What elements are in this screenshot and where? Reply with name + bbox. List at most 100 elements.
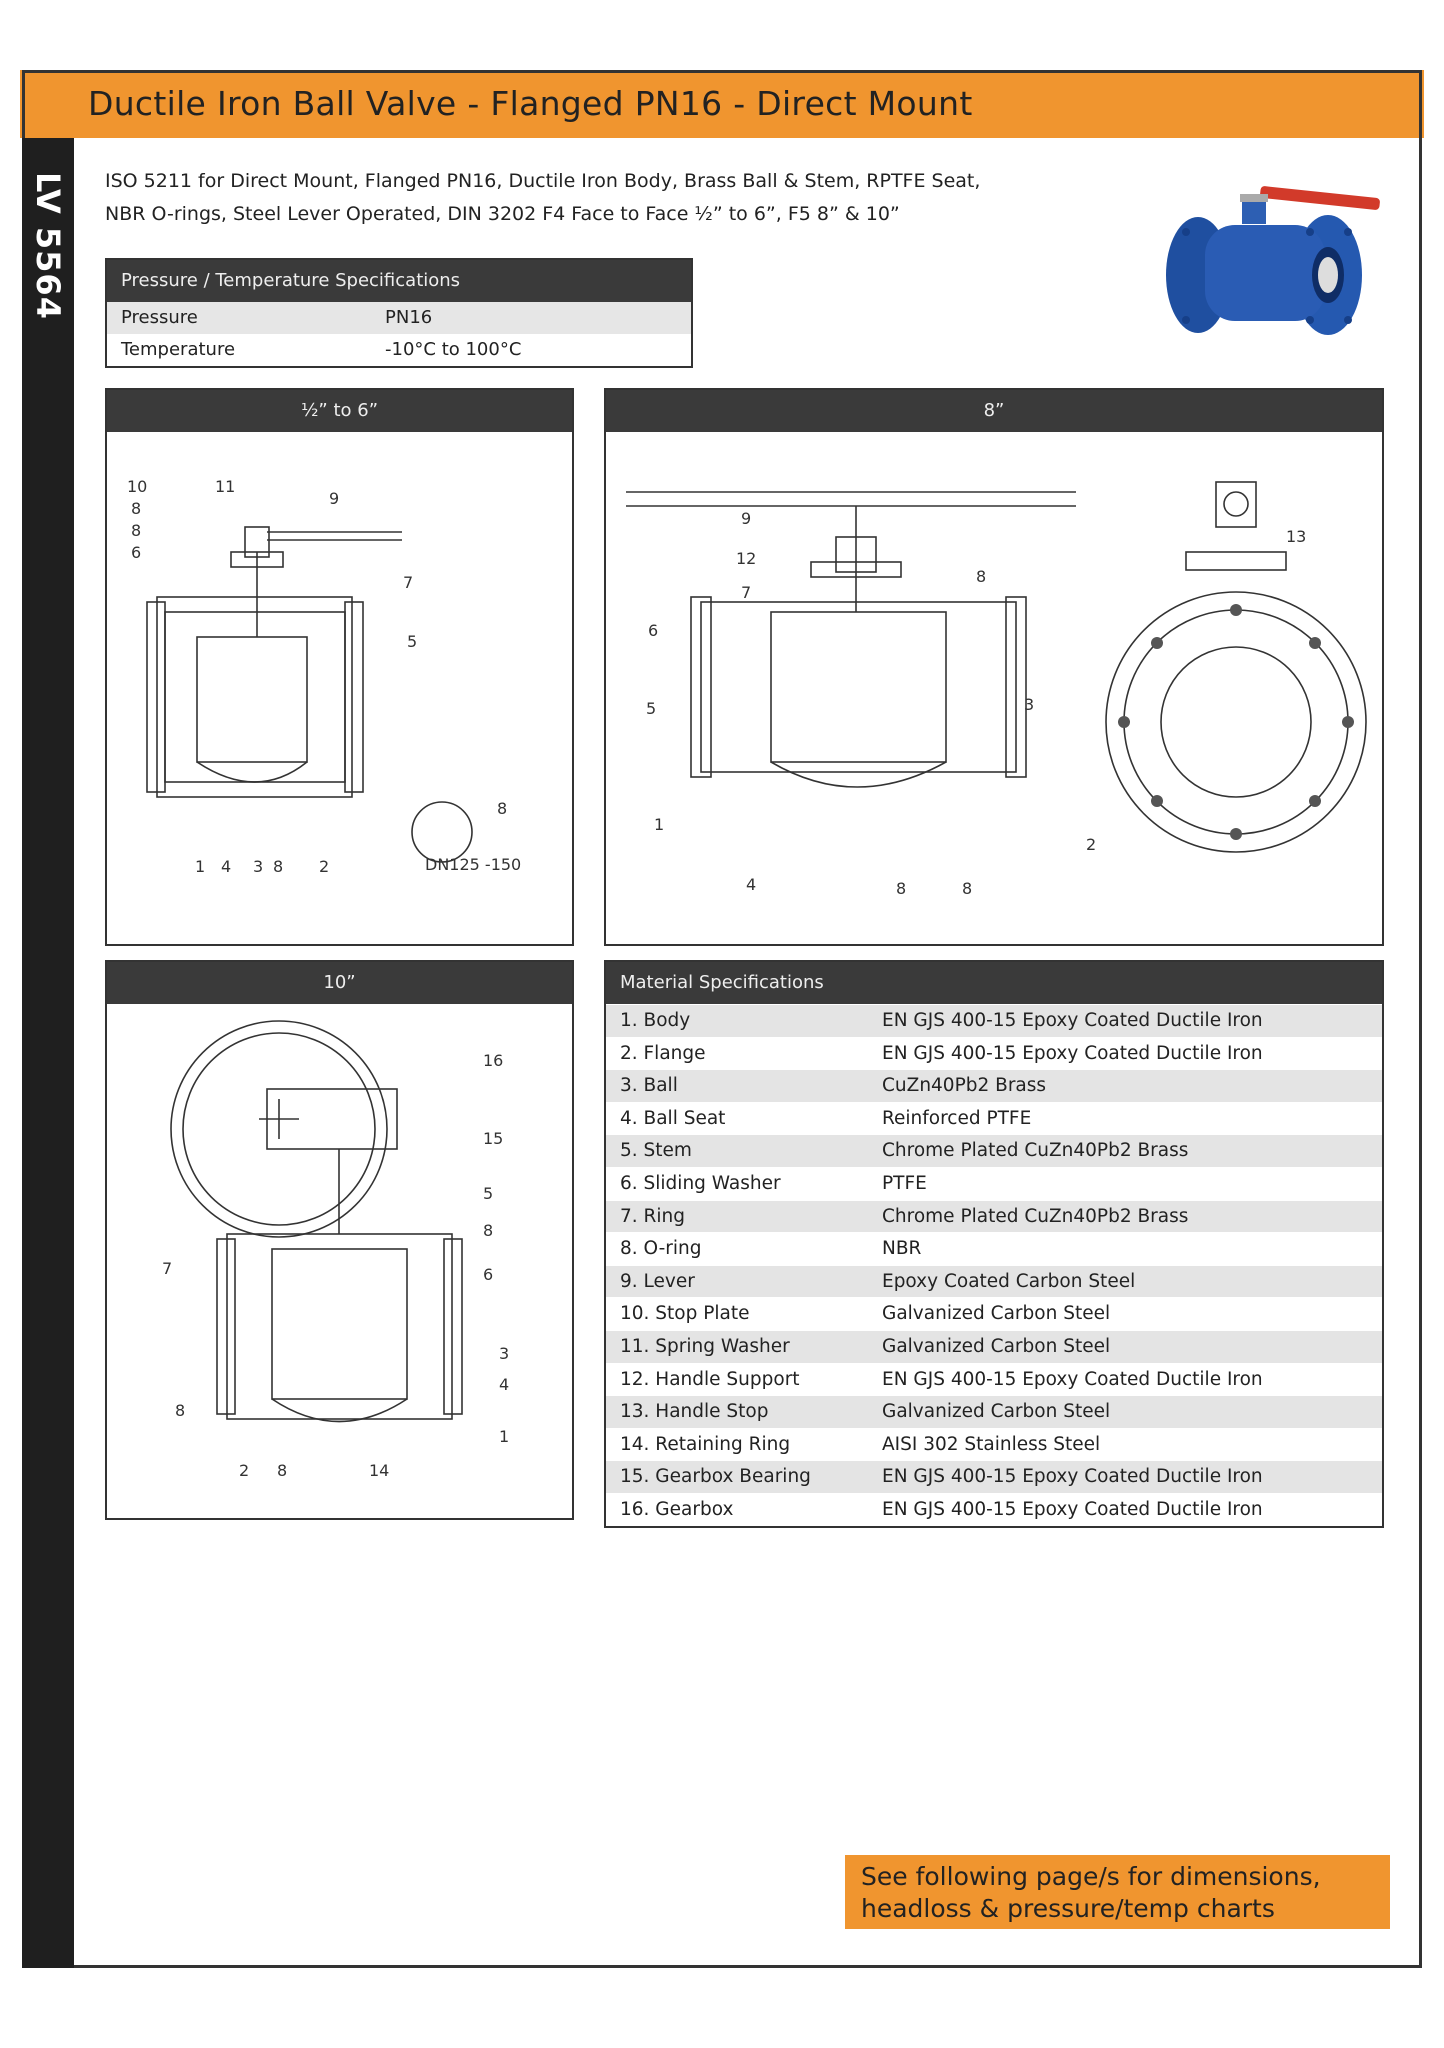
table-row: 12. Handle Support EN GJS 400-15 Epoxy Co… — [606, 1362, 1382, 1396]
callout-label: 4 — [746, 875, 756, 894]
sidebar: LV 5564 — [22, 138, 74, 1968]
callout-label: 5 — [646, 699, 656, 718]
table-row: 6. Sliding Washer PTFE — [606, 1166, 1382, 1200]
part-name: 12. Handle Support — [620, 1368, 800, 1390]
footer-line-2: headloss & pressure/temp charts — [861, 1894, 1275, 1923]
footer-line-1: See following page/s for dimensions, — [861, 1862, 1321, 1891]
pt-label: Temperature — [121, 339, 236, 360]
part-material: CuZn40Pb2 Brass — [882, 1075, 1047, 1097]
drawing-panel-small: ½” to 6” 10 11 9 8 8 6 7 5 8 1 4 — [105, 388, 574, 946]
pt-row: Temperature -10°C to 100°C — [107, 334, 691, 366]
callout-label: 6 — [483, 1265, 493, 1284]
panel-header-10in: 10” — [107, 962, 572, 1004]
callout-label: 3 — [1024, 695, 1034, 714]
eight-callouts: 9 12 8 7 6 5 3 13 1 2 4 8 8 — [646, 509, 1306, 898]
callout-label: 12 — [736, 549, 756, 568]
callout-label: 8 — [962, 879, 972, 898]
dn-note: DN125 -150 — [425, 855, 521, 874]
pt-row: Pressure PN16 — [107, 302, 691, 334]
part-name: 15. Gearbox Bearing — [620, 1466, 811, 1488]
callout-label: 8 — [896, 879, 906, 898]
part-material: PTFE — [882, 1172, 927, 1194]
part-material: Galvanized Carbon Steel — [882, 1303, 1111, 1325]
callout-label: 8 — [131, 499, 141, 518]
part-material: EN GJS 400-15 Epoxy Coated Ductile Iron — [882, 1368, 1263, 1390]
part-material: Epoxy Coated Carbon Steel — [882, 1270, 1136, 1292]
intro-line-2: NBR O-rings, Steel Lever Operated, DIN 3… — [105, 203, 900, 225]
intro-text: ISO 5211 for Direct Mount, Flanged PN16,… — [105, 165, 1065, 231]
callout-label: 8 — [497, 799, 507, 818]
pressure-temperature-table: Pressure / Temperature Specifications Pr… — [105, 258, 693, 368]
table-row: 16. Gearbox EN GJS 400-15 Epoxy Coated Du… — [606, 1492, 1382, 1526]
part-material: EN GJS 400-15 Epoxy Coated Ductile Iron — [882, 1498, 1263, 1520]
part-name: 13. Handle Stop — [620, 1401, 769, 1423]
page-title: Ductile Iron Ball Valve - Flanged PN16 -… — [88, 84, 973, 123]
callout-label: 8 — [273, 857, 283, 876]
part-name: 6. Sliding Washer — [620, 1172, 781, 1194]
small-valve-drawing: 10 11 9 8 8 6 7 5 8 1 4 3 8 2 DN125 -150 — [127, 477, 521, 876]
part-material: EN GJS 400-15 Epoxy Coated Ductile Iron — [882, 1042, 1263, 1064]
callout-label: 3 — [499, 1344, 509, 1363]
table-row: 8. O-ring NBR — [606, 1232, 1382, 1265]
table-row: 13. Handle Stop Galvanized Carbon Steel — [606, 1395, 1382, 1428]
callout-label: 2 — [1086, 835, 1096, 854]
callout-label: 6 — [131, 543, 141, 562]
callout-label: 16 — [483, 1051, 503, 1070]
part-name: 2. Flange — [620, 1042, 706, 1064]
panel-header-8in: 8” — [606, 390, 1382, 432]
part-material: NBR — [882, 1238, 922, 1260]
callout-label: 2 — [319, 857, 329, 876]
part-name: 11. Spring Washer — [620, 1335, 790, 1357]
callout-label: 9 — [329, 489, 339, 508]
part-name: 16. Gearbox — [620, 1498, 734, 1520]
eight-valve-drawing: 9 12 8 7 6 5 3 13 1 2 4 8 8 — [626, 481, 1367, 898]
ten-callouts: 16 15 5 8 7 6 3 4 8 1 2 8 14 — [162, 1051, 509, 1480]
callout-label: 2 — [239, 1461, 249, 1480]
callout-label: 8 — [277, 1461, 287, 1480]
part-name: 14. Retaining Ring — [620, 1433, 791, 1455]
callout-label: 15 — [483, 1129, 503, 1148]
drawing-panel-8in: 8” 9 12 8 7 6 — [604, 388, 1384, 946]
title-bar: Ductile Iron Ball Valve - Flanged PN16 -… — [20, 70, 1424, 138]
pt-table-header: Pressure / Temperature Specifications — [107, 260, 691, 302]
pt-label: Pressure — [121, 307, 198, 328]
part-material: Reinforced PTFE — [882, 1107, 1032, 1129]
callout-label: 8 — [976, 567, 986, 586]
callout-label: 14 — [369, 1461, 389, 1480]
part-name: 9. Lever — [620, 1270, 695, 1292]
part-name: 4. Ball Seat — [620, 1107, 726, 1129]
callout-label: 6 — [648, 621, 658, 640]
callout-label: 5 — [483, 1184, 493, 1203]
callout-label: 1 — [195, 857, 205, 876]
callout-label: 7 — [741, 583, 751, 602]
table-row: 2. Flange EN GJS 400-15 Epoxy Coated Duct… — [606, 1036, 1382, 1070]
part-name: 1. Body — [620, 1010, 691, 1031]
part-material: Galvanized Carbon Steel — [882, 1401, 1111, 1423]
part-name: 8. O-ring — [620, 1238, 702, 1260]
pt-value: PN16 — [385, 307, 433, 328]
pt-value: -10°C to 100°C — [385, 339, 522, 360]
part-material: EN GJS 400-15 Epoxy Coated Ductile Iron — [882, 1466, 1263, 1488]
callout-label: 13 — [1286, 527, 1306, 546]
small-callouts: 10 11 9 8 8 6 7 5 8 1 4 3 8 2 DN125 -150 — [127, 477, 521, 876]
callout-label: 5 — [407, 632, 417, 651]
part-name: 3. Ball — [620, 1075, 678, 1097]
ten-valve-drawing: 16 15 5 8 7 6 3 4 8 1 2 8 14 — [162, 1020, 509, 1480]
part-name: 7. Ring — [620, 1205, 685, 1227]
callout-label: 11 — [215, 477, 235, 496]
callout-label: 10 — [127, 477, 147, 496]
callout-label: 3 — [253, 857, 263, 876]
ball-valve-photo — [1166, 186, 1380, 335]
table-row: 4. Ball Seat Reinforced PTFE — [606, 1101, 1382, 1135]
drawing-panel-10in: 10” 16 15 5 8 7 6 3 4 8 1 2 8 14 — [105, 960, 574, 1520]
callout-label: 7 — [162, 1259, 172, 1278]
callout-label: 7 — [403, 573, 413, 592]
part-material: Galvanized Carbon Steel — [882, 1335, 1111, 1357]
callout-label: 4 — [221, 857, 231, 876]
table-row: 15. Gearbox Bearing EN GJS 400-15 Epoxy C… — [606, 1460, 1382, 1493]
